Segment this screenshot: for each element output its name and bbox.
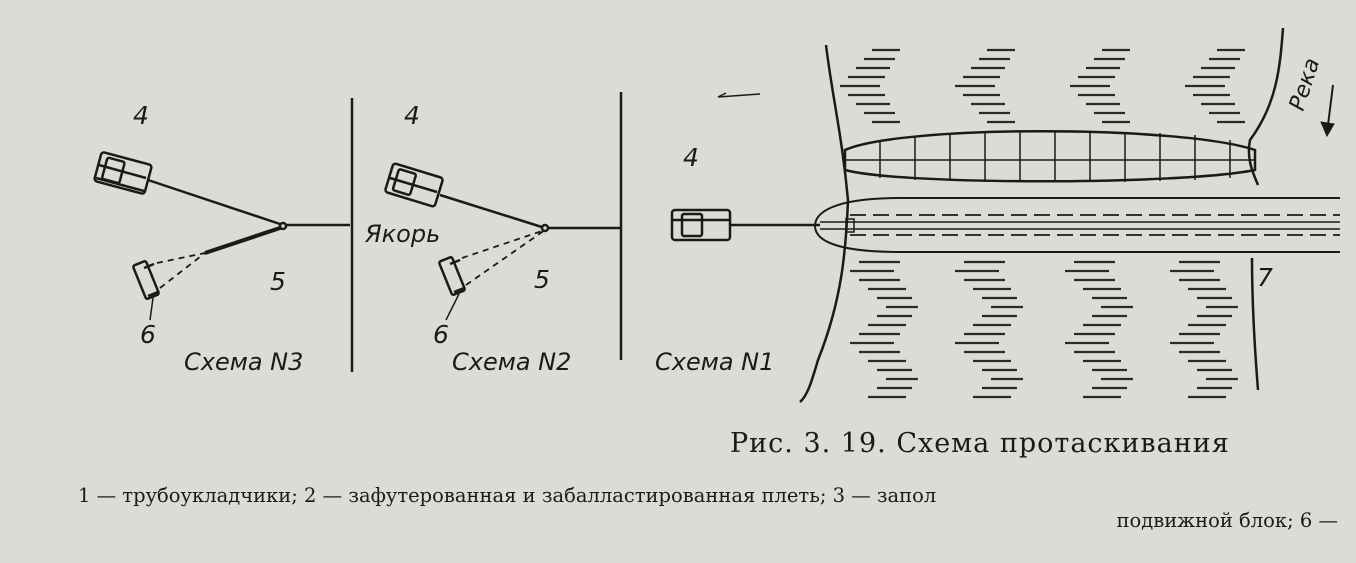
label-4-scheme2: 4 — [404, 101, 420, 130]
scheme-n2-cable-main — [439, 193, 546, 230]
scheme-n1-tractor — [670, 208, 732, 242]
scheme-n3-title: Схема N3 — [184, 348, 303, 376]
label-5-scheme2: 5 — [534, 265, 550, 294]
scheme-n3-leader-6 — [149, 297, 154, 321]
figure-caption: Рис. 3. 19. Схема протаскивания — [730, 428, 1230, 459]
pipe-string-upper — [843, 130, 1257, 183]
legend-line-1: 1 — трубоукладчики; 2 — зафутерованная и… — [78, 484, 937, 507]
label-4-scheme1: 4 — [683, 143, 699, 172]
label-6-scheme3: 6 — [140, 320, 156, 349]
legend-line-2: подвижной блок; 6 — — [1116, 509, 1338, 532]
label-6-scheme2: 6 — [433, 320, 449, 349]
label-5-scheme3: 5 — [270, 267, 286, 296]
pipe-string-segments — [879, 131, 1231, 182]
scheme-n3-dashed-1 — [156, 252, 206, 264]
anchor-label: Якорь — [364, 220, 440, 248]
scheme-n3-tractor — [93, 151, 153, 195]
scheme-n2-dashed-1 — [461, 229, 546, 259]
scheme-n2-title: Схема N2 — [452, 348, 571, 376]
right-riverbank-top — [1247, 27, 1285, 186]
river-label: Река — [1285, 55, 1325, 114]
scheme-n2-leader-6 — [445, 293, 460, 321]
right-riverbank-bottom — [1250, 257, 1260, 391]
left-riverbank — [799, 44, 850, 403]
scheme-n1-title: Схема N1 — [655, 348, 774, 376]
scheme-n3-cable-main — [147, 178, 284, 227]
scheme-n3-winch-6 — [132, 260, 160, 300]
pipe-head — [845, 218, 855, 233]
scheme-n2-dashed-2 — [465, 229, 546, 286]
label-4-scheme3: 4 — [133, 101, 149, 130]
scheme-n2-winch-6 — [438, 256, 466, 296]
trench-outline — [813, 197, 1340, 253]
scheme-n3-pulley-rod — [204, 225, 284, 255]
scheme-n3-block-5 — [278, 221, 288, 231]
scheme-n2-tractor — [384, 162, 444, 208]
scheme-n2-block-5 — [540, 223, 550, 233]
figure-legend: 1 — трубоукладчики; 2 — зафутерованная и… — [78, 484, 1340, 532]
label-7: 7 — [1257, 263, 1273, 292]
scheme-n3-dashed-2 — [159, 252, 206, 289]
water-hatching — [840, 48, 1245, 399]
